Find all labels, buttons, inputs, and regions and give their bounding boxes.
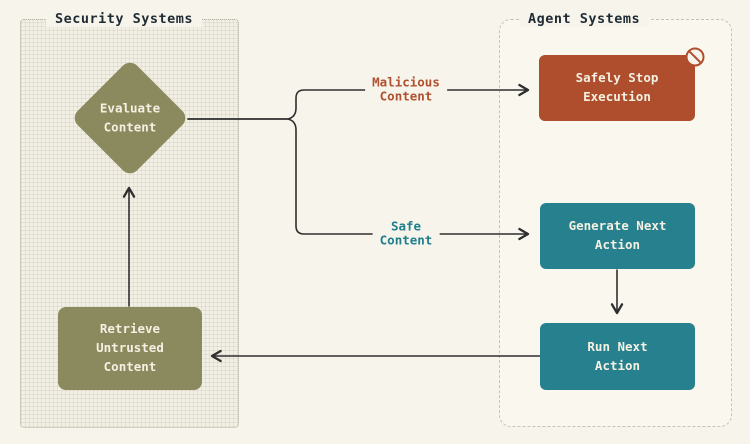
security-systems-title: Security Systems (46, 11, 203, 27)
safely-stop-execution-label: Safely Stop Execution (575, 70, 659, 104)
safely-stop-execution-node: Safely Stop Execution (539, 55, 695, 121)
prohibited-icon (685, 47, 705, 67)
generate-next-action-node: Generate Next Action (540, 203, 695, 269)
run-next-action-label: Run Next Action (587, 338, 648, 373)
generate-next-action-label: Generate Next Action (568, 218, 667, 252)
edge-safe-line (187, 118, 530, 241)
edge-malicious-line (187, 83, 530, 120)
evaluate-content-label: Evaluate Content (99, 100, 161, 134)
retrieve-untrusted-content-node: Retrieve Untrusted Content (58, 307, 202, 390)
retrieve-untrusted-content-label: Retrieve Untrusted Content (96, 321, 164, 374)
run-next-action-node: Run Next Action (540, 323, 695, 390)
safe-content-edge-label: Safe Content (372, 217, 440, 251)
malicious-content-edge-label: Malicious Content (365, 73, 447, 107)
agent-systems-title: Agent Systems (519, 11, 650, 27)
